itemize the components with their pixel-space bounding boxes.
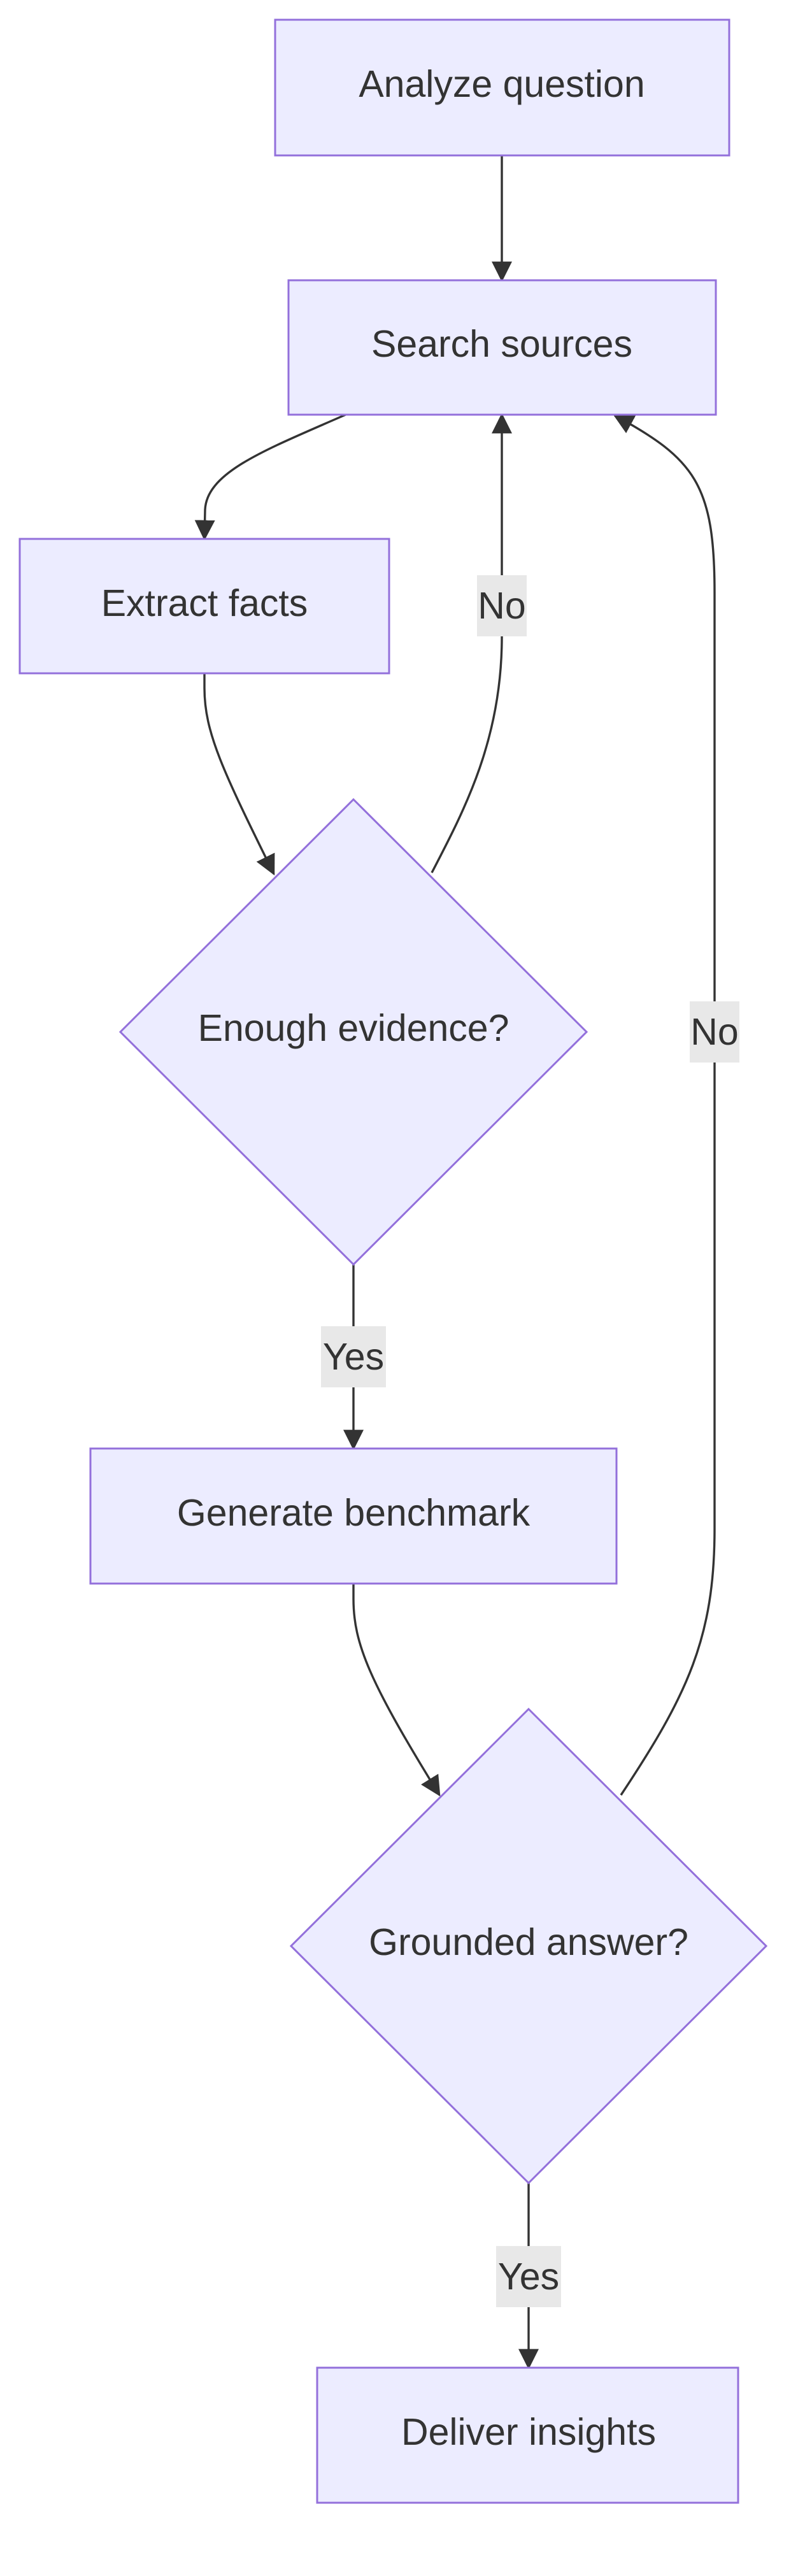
node-enough-evidence-label: Enough evidence? bbox=[198, 1007, 509, 1049]
edge-label-enough-no-text: No bbox=[478, 585, 525, 627]
edge-label-enough-yes: Yes bbox=[321, 1326, 386, 1387]
edge-generate-to-grounded bbox=[352, 1584, 441, 1797]
edge-label-grounded-yes-text: Yes bbox=[498, 2256, 559, 2298]
edge-label-enough-yes-text: Yes bbox=[323, 1336, 384, 1378]
node-search-sources-label: Search sources bbox=[371, 323, 632, 365]
edge-extract-to-enough bbox=[203, 673, 275, 876]
edge-grounded-to-search-no bbox=[613, 414, 716, 1796]
node-deliver-insights[interactable]: Deliver insights bbox=[316, 2366, 739, 2504]
node-extract-facts[interactable]: Extract facts bbox=[18, 538, 390, 675]
node-generate-benchmark[interactable]: Generate benchmark bbox=[89, 1447, 618, 1585]
node-extract-facts-label: Extract facts bbox=[101, 582, 308, 624]
node-grounded-answer[interactable]: Grounded answer? bbox=[289, 1707, 768, 2185]
node-enough-evidence[interactable]: Enough evidence? bbox=[118, 798, 588, 1266]
node-analyze-question[interactable]: Analyze question bbox=[274, 18, 730, 157]
edge-label-grounded-no-text: No bbox=[690, 1011, 738, 1053]
edge-label-enough-no: No bbox=[477, 575, 527, 636]
edge-label-grounded-no: No bbox=[690, 1001, 739, 1063]
nodes: Analyze question Search sources Extract … bbox=[18, 18, 768, 2504]
node-analyze-question-label: Analyze question bbox=[359, 63, 645, 105]
node-grounded-answer-label: Grounded answer? bbox=[369, 1921, 688, 1963]
node-generate-benchmark-label: Generate benchmark bbox=[177, 1492, 531, 1534]
edge-search-to-extract bbox=[194, 413, 348, 541]
node-deliver-insights-label: Deliver insights bbox=[401, 2411, 656, 2453]
edge-label-grounded-yes: Yes bbox=[496, 2246, 561, 2307]
edge-labels: No Yes No Yes bbox=[321, 575, 739, 2307]
edge-enough-to-search-no bbox=[431, 413, 512, 873]
node-search-sources[interactable]: Search sources bbox=[287, 279, 717, 416]
